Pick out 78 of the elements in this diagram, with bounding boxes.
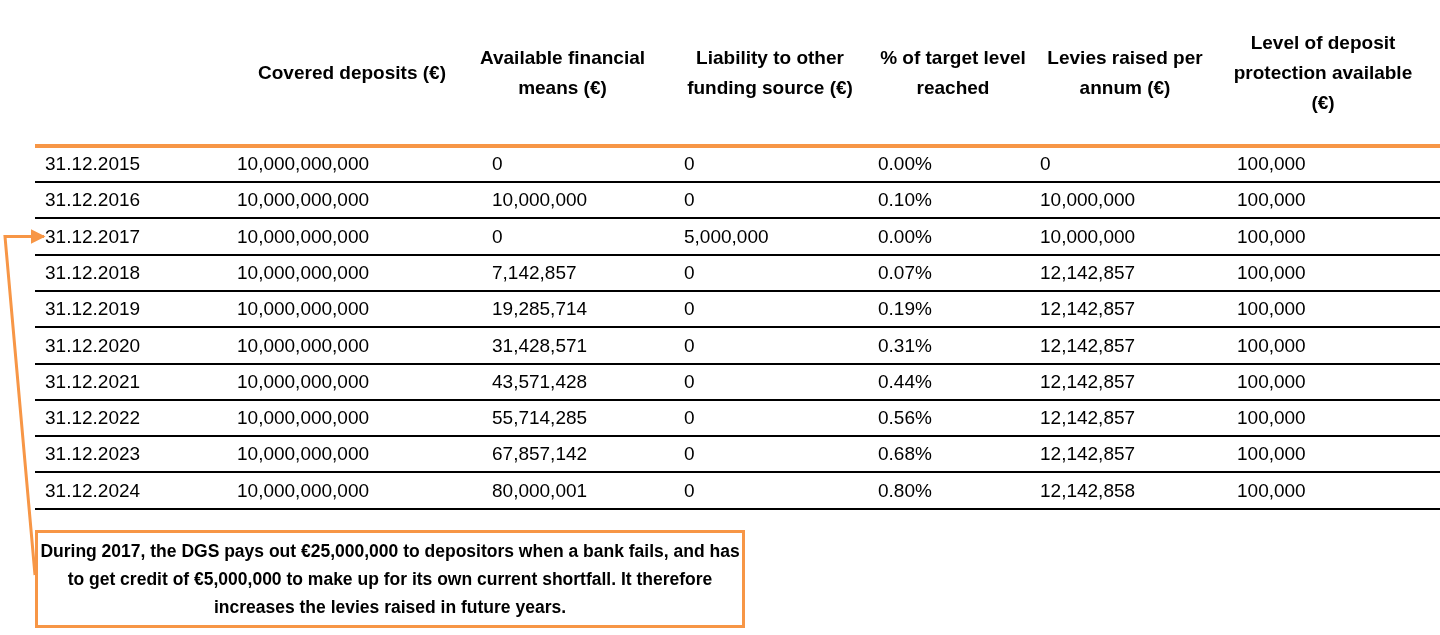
table-cell: 0 bbox=[684, 297, 695, 322]
table-cell: 43,571,428 bbox=[492, 369, 588, 394]
table-cell: 0 bbox=[684, 260, 695, 285]
table-cell: 10,000,000,000 bbox=[237, 297, 370, 322]
table-cell: 10,000,000,000 bbox=[237, 224, 370, 249]
column-header: Covered deposits (€) bbox=[258, 61, 446, 85]
table-cell: 31,428,571 bbox=[492, 333, 588, 358]
table-cell: 100,000 bbox=[1237, 224, 1306, 249]
table-cell: 31.12.2024 bbox=[45, 478, 141, 503]
table-cell: 0 bbox=[492, 224, 503, 249]
table-cell: 10,000,000,000 bbox=[237, 188, 370, 213]
table-cell: 10,000,000,000 bbox=[237, 442, 370, 467]
callout-box: During 2017, the DGS pays out €25,000,000 to depositors when a bank fails, and has to get credit of €5,000,000 to make up for its own current shortfall. It therefore increases the levies raised in future years. bbox=[35, 530, 745, 628]
table-cell: 10,000,000,000 bbox=[237, 406, 370, 431]
table-cell: 31.12.2023 bbox=[45, 442, 141, 467]
table-cell: 100,000 bbox=[1237, 369, 1306, 394]
table-cell: 31.12.2018 bbox=[45, 260, 141, 285]
table-cell: 7,142,857 bbox=[492, 260, 577, 285]
table-cell: 0 bbox=[684, 369, 695, 394]
table-cell: 0 bbox=[684, 333, 695, 358]
table-cell: 0.19% bbox=[878, 297, 932, 322]
table-cell: 55,714,285 bbox=[492, 406, 588, 431]
table-cell: 31.12.2016 bbox=[45, 188, 141, 213]
column-header: Level of deposit protection available (€) bbox=[1232, 31, 1414, 115]
table-cell: 12,142,857 bbox=[1040, 442, 1136, 467]
column-header: % of target level reached bbox=[879, 46, 1027, 100]
table-cell: 100,000 bbox=[1237, 442, 1306, 467]
table-cell: 0.44% bbox=[878, 369, 932, 394]
table-cell: 12,142,857 bbox=[1040, 369, 1136, 394]
table-cell: 5,000,000 bbox=[684, 224, 769, 249]
table-cell: 100,000 bbox=[1237, 406, 1306, 431]
table-cell: 0.00% bbox=[878, 152, 932, 176]
table-cell: 10,000,000 bbox=[1040, 188, 1136, 213]
table-cell: 0 bbox=[684, 406, 695, 431]
table-cell: 100,000 bbox=[1237, 297, 1306, 322]
table-cell: 19,285,714 bbox=[492, 297, 588, 322]
table-cell: 12,142,858 bbox=[1040, 478, 1136, 503]
table-cell: 10,000,000,000 bbox=[237, 478, 370, 503]
column-header: Levies raised per annum (€) bbox=[1046, 46, 1204, 100]
table-cell: 0.31% bbox=[878, 333, 932, 358]
table-cell: 0.07% bbox=[878, 260, 932, 285]
table-cell: 100,000 bbox=[1237, 152, 1306, 176]
table-cell: 10,000,000,000 bbox=[237, 260, 370, 285]
table-cell: 12,142,857 bbox=[1040, 333, 1136, 358]
table-cell: 31.12.2022 bbox=[45, 406, 141, 431]
table-cell: 0 bbox=[684, 442, 695, 467]
table-cell: 0.00% bbox=[878, 224, 932, 249]
table-cell: 0 bbox=[684, 188, 695, 213]
date-cell: 31.12.2017 bbox=[45, 224, 141, 249]
table-cell: 80,000,001 bbox=[492, 478, 588, 503]
table-cell: 0 bbox=[684, 478, 695, 503]
table-cell: 31.12.2019 bbox=[45, 297, 141, 322]
table-cell: 0 bbox=[492, 152, 503, 176]
table-cell: 10,000,000 bbox=[492, 188, 588, 213]
table-cell: 100,000 bbox=[1237, 333, 1306, 358]
column-header: Available financial means (€) bbox=[478, 46, 647, 100]
table-cell: 0.10% bbox=[878, 188, 932, 213]
table-cell: 12,142,857 bbox=[1040, 297, 1136, 322]
table-cell: 100,000 bbox=[1237, 478, 1306, 503]
table-cell: 0.68% bbox=[878, 442, 932, 467]
table-cell: 10,000,000,000 bbox=[237, 152, 370, 176]
table-cell: 10,000,000,000 bbox=[237, 369, 370, 394]
table-cell: 31.12.2020 bbox=[45, 333, 141, 358]
leader-arrow bbox=[3, 229, 46, 576]
table-cell: 10,000,000 bbox=[1040, 224, 1136, 249]
table-cell: 100,000 bbox=[1237, 188, 1306, 213]
table-cell: 12,142,857 bbox=[1040, 406, 1136, 431]
table-cell: 31.12.2021 bbox=[45, 369, 141, 394]
table-cell: 0 bbox=[684, 152, 695, 176]
table-cell: 100,000 bbox=[1237, 260, 1306, 285]
table-cell: 10,000,000,000 bbox=[237, 333, 370, 358]
table-cell: 0.56% bbox=[878, 406, 932, 431]
table-cell: 12,142,857 bbox=[1040, 260, 1136, 285]
table-cell: 67,857,142 bbox=[492, 442, 588, 467]
table-cell: 0 bbox=[1040, 152, 1051, 176]
column-header: Liability to other funding source (€) bbox=[686, 46, 854, 100]
table-cell: 31.12.2015 bbox=[45, 152, 141, 176]
table-cell: 0.80% bbox=[878, 478, 932, 503]
